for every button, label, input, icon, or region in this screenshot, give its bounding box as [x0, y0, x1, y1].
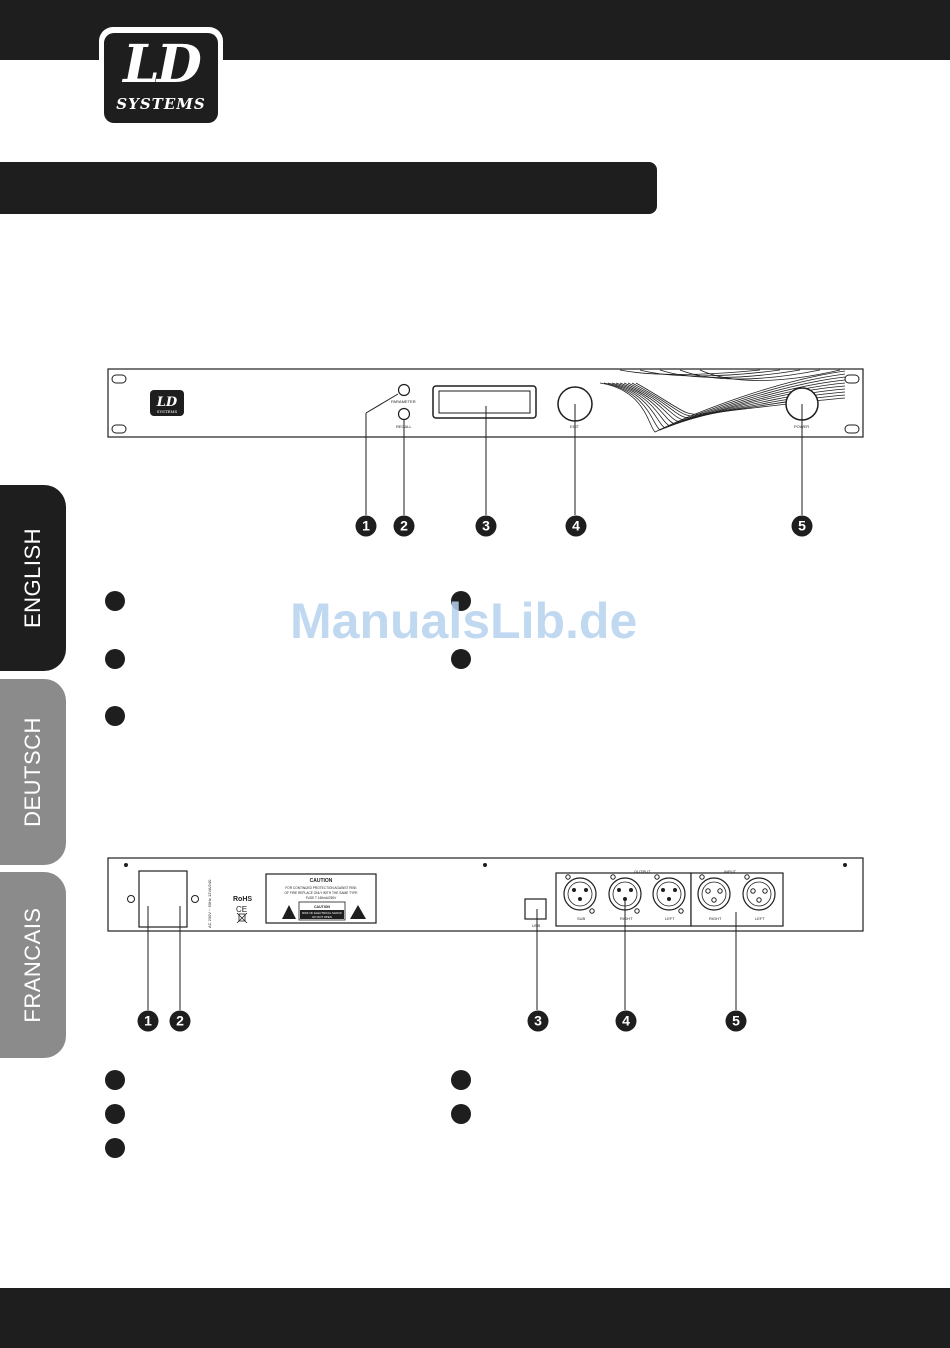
rear-screw-center	[483, 863, 487, 867]
power-inlet[interactable]	[138, 870, 188, 928]
logo-sub-text: SYSTEMS	[116, 95, 206, 113]
logo-main-text: LD	[123, 34, 202, 95]
logo-badge: LD SYSTEMS	[104, 33, 218, 123]
tab-francais[interactable]: FRANCAIS	[0, 872, 66, 1058]
front-callout-2: 2	[393, 515, 415, 537]
front-callout-5: 5	[791, 515, 813, 537]
power-inlet-screw-left	[127, 895, 135, 903]
output-right-label: RIGHT	[620, 916, 633, 921]
rack-hole-top-left	[111, 374, 127, 384]
exclamation-warning-icon	[350, 905, 366, 919]
parameter-label: PARAMETER	[391, 399, 416, 404]
rear-leader-lines	[147, 897, 737, 1010]
ld-systems-logo: LD SYSTEMS	[99, 27, 223, 127]
rear-callout-5: 5	[725, 1010, 747, 1032]
caution-line-2: OF FIRE REPLACE ONLY WITH THE SAME TYPE	[285, 891, 358, 895]
tab-deutsch[interactable]: DEUTSCH	[0, 679, 66, 865]
rack-hole-top-right	[844, 374, 860, 384]
caution-box-title: CAUTION	[314, 905, 330, 909]
rear-bullet-4	[451, 1070, 471, 1090]
rear-callout-2: 2	[169, 1010, 191, 1032]
tab-english[interactable]: ENGLISH	[0, 485, 66, 671]
weee-bin-icon	[236, 912, 248, 924]
rear-bullet-3	[105, 1138, 125, 1158]
front-callout-4: 4	[565, 515, 587, 537]
input-label: INPUT	[724, 869, 737, 874]
input-left-label: LEFT	[755, 916, 765, 921]
rack-hole-bottom-right	[844, 424, 860, 434]
front-callout-3: 3	[475, 515, 497, 537]
front-bullet-5	[451, 649, 471, 669]
ce-mark: CE	[236, 905, 247, 914]
output-left-label: LEFT	[665, 916, 675, 921]
output-sub-label: SUB	[577, 916, 586, 921]
rear-screw-left	[124, 863, 128, 867]
xlr-output-left[interactable]	[652, 874, 686, 914]
front-brand-main: LD	[156, 395, 178, 410]
rear-screw-right	[843, 863, 847, 867]
rohs-label: RoHS	[233, 896, 252, 903]
caution-box-line-2: DO NOT OPEN	[312, 915, 332, 919]
bottom-footer-bar	[0, 1288, 950, 1348]
rear-bullet-1	[105, 1070, 125, 1090]
recall-button[interactable]	[397, 407, 411, 421]
xlr-output-sub[interactable]	[563, 874, 597, 914]
lightning-warning-icon	[282, 905, 296, 919]
rear-panel-diagram: AC 230V ~ 50Hz 12VA/240 RoHS CE CAUTION …	[107, 857, 864, 1010]
usb-port[interactable]	[524, 898, 547, 920]
usb-label: USB	[532, 923, 541, 928]
front-callout-1: 1	[355, 515, 377, 537]
rear-bullet-2	[105, 1104, 125, 1124]
output-label: OUTPUT	[634, 869, 651, 874]
caution-line-3: FUSE T 160mA/250V	[306, 896, 337, 900]
caution-box-band	[300, 910, 344, 919]
xlr-input-left[interactable]	[742, 874, 776, 911]
xlr-input-right[interactable]	[697, 874, 731, 911]
rear-bullet-5	[451, 1104, 471, 1124]
lcd-display-screen	[438, 390, 531, 414]
voltage-label: AC 230V ~ 50Hz 12VA/240	[207, 879, 212, 928]
rack-hole-bottom-left	[111, 424, 127, 434]
input-right-label: RIGHT	[709, 916, 722, 921]
parameter-knob[interactable]	[397, 383, 411, 397]
front-brand-logo: LD SYSTEMS	[150, 390, 184, 416]
caution-line-1: FOR CONTINUED PROTECTION AGAINST RISK	[285, 886, 357, 890]
power-inlet-screw-right	[191, 895, 199, 903]
manualslib-watermark: ManualsLib.de	[290, 593, 638, 649]
front-brand-sub: SYSTEMS	[157, 409, 178, 414]
front-bullet-1	[105, 591, 125, 611]
front-bullet-4	[451, 591, 471, 611]
rear-callout-3: 3	[527, 1010, 549, 1032]
front-bullet-3	[105, 706, 125, 726]
caution-title: CAUTION	[310, 878, 333, 884]
rear-callout-4: 4	[615, 1010, 637, 1032]
rear-callout-1: 1	[137, 1010, 159, 1032]
front-leader-lines	[365, 393, 803, 515]
front-panel-diagram: LD SYSTEMS PARAMETER RECALL EDIT POWER	[107, 368, 864, 515]
caution-box-line-1: RISK OF ELECTRICAL SHOCK	[302, 911, 342, 915]
front-bullet-2	[105, 649, 125, 669]
section-title-bar	[0, 162, 657, 214]
